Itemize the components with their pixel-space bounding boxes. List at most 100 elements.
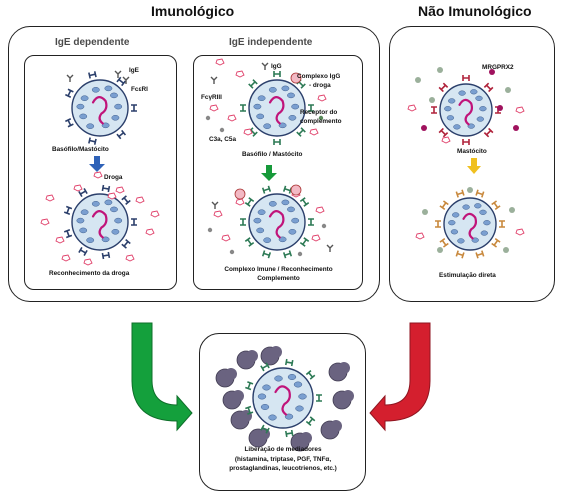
dot: [429, 97, 435, 103]
dot: [207, 227, 213, 233]
granule: [256, 113, 265, 120]
fcgr-receptor: [261, 185, 272, 194]
drug-molecule: [221, 234, 231, 242]
mediator-release-box: [199, 333, 366, 491]
mediator-cloud: [270, 346, 282, 358]
mrgprx2-receptor: [439, 200, 449, 211]
drug-molecule: [209, 104, 219, 112]
drug-molecule: [125, 254, 135, 262]
immunologic-header: Imunológico: [151, 3, 235, 19]
granule: [256, 227, 265, 234]
mediator-list-line-2: prostaglandinas, leucotrienos, etc.): [229, 465, 337, 472]
ige-label: IgE: [129, 67, 139, 74]
granule: [274, 375, 283, 382]
ige-antibody: [122, 76, 130, 84]
fcgr-receptor: [273, 139, 281, 145]
ige-antibody: [114, 70, 122, 78]
fcgr-receptor: [248, 79, 258, 89]
drug-molecule: [45, 194, 55, 202]
drug-label: Droga: [104, 174, 123, 181]
dot: [415, 77, 421, 83]
granule: [291, 217, 300, 224]
granule: [111, 115, 120, 121]
dot: [489, 69, 495, 75]
ige-independent-cell-label: Basófilo / Mastócito: [242, 151, 303, 158]
drug-molecule: [115, 186, 125, 194]
ige-dependent-cell-label: Basófilo/Mastócito: [52, 146, 109, 153]
fcgr-receptor: [282, 250, 293, 259]
fcgr-receptor: [296, 127, 306, 137]
nucleus: [458, 98, 474, 126]
dot: [437, 67, 443, 73]
granule: [287, 206, 295, 213]
mrgprx2-receptor: [462, 139, 470, 145]
drug-molecule: [311, 234, 321, 242]
fcgr-receptor: [240, 104, 246, 112]
granule: [86, 123, 95, 129]
drug-molecule: [441, 136, 451, 144]
drug-molecule: [135, 196, 145, 204]
drug-molecule: [215, 58, 225, 66]
antibody: [211, 201, 219, 209]
dot: [205, 115, 211, 121]
granule: [79, 227, 88, 234]
granule: [268, 87, 277, 93]
mrgprx2-receptor: [462, 75, 470, 81]
granule: [268, 414, 277, 421]
fceri-receptor: [88, 137, 97, 145]
granule: [278, 122, 287, 129]
mrgprx2-receptor: [439, 237, 449, 248]
fcgr-receptor: [299, 237, 310, 247]
drug-molecule: [145, 228, 155, 236]
granule: [480, 230, 488, 236]
drug-molecule: [243, 128, 253, 136]
dot: [421, 125, 427, 131]
granule: [453, 124, 461, 130]
fcgr-receptor: [308, 104, 314, 112]
drug-molecule: [235, 70, 245, 78]
granule: [287, 374, 297, 380]
igg-drug-complex: [290, 72, 302, 84]
granule: [104, 85, 113, 92]
granule: [298, 393, 307, 400]
granule: [450, 229, 459, 235]
granule: [262, 384, 271, 391]
granule: [114, 217, 123, 224]
drug-molecule: [309, 128, 319, 136]
granule: [471, 237, 479, 243]
granule: [452, 212, 460, 218]
igg-drug-complex: [290, 184, 302, 196]
fceri-receptor: [131, 218, 137, 226]
fcgr-receptor: [308, 218, 314, 226]
fcgr-receptor: [244, 197, 255, 207]
mast-cell-label: Mastócito: [457, 148, 487, 155]
fcgr-receptor: [299, 197, 310, 207]
fcgr-receptor: [261, 250, 272, 259]
dot: [505, 87, 511, 93]
granule: [263, 237, 272, 243]
dot: [229, 249, 235, 255]
receptor: [245, 405, 254, 415]
granule: [253, 217, 262, 224]
yellow-down-arrow: [467, 158, 481, 174]
granule: [457, 238, 465, 244]
fceri-label: FcεRI: [131, 86, 148, 93]
granule: [281, 85, 290, 92]
ige-independent-title: IgE independente: [229, 37, 313, 48]
fceri-receptor: [78, 188, 88, 198]
drug-molecule: [315, 206, 325, 214]
mediator-cloud: [342, 390, 354, 402]
granule: [111, 229, 120, 235]
direct-stimulation-label: Estimulação direta: [439, 272, 496, 279]
fcgr-receptor: [244, 237, 255, 247]
fceri-receptor: [63, 205, 73, 215]
fceri-receptor: [65, 88, 74, 98]
drug-molecule: [515, 106, 525, 114]
granule: [467, 123, 475, 129]
nucleus: [268, 210, 285, 239]
granule: [288, 229, 297, 235]
ige-dependent-title: IgE dependente: [55, 37, 130, 48]
granule: [257, 209, 266, 215]
